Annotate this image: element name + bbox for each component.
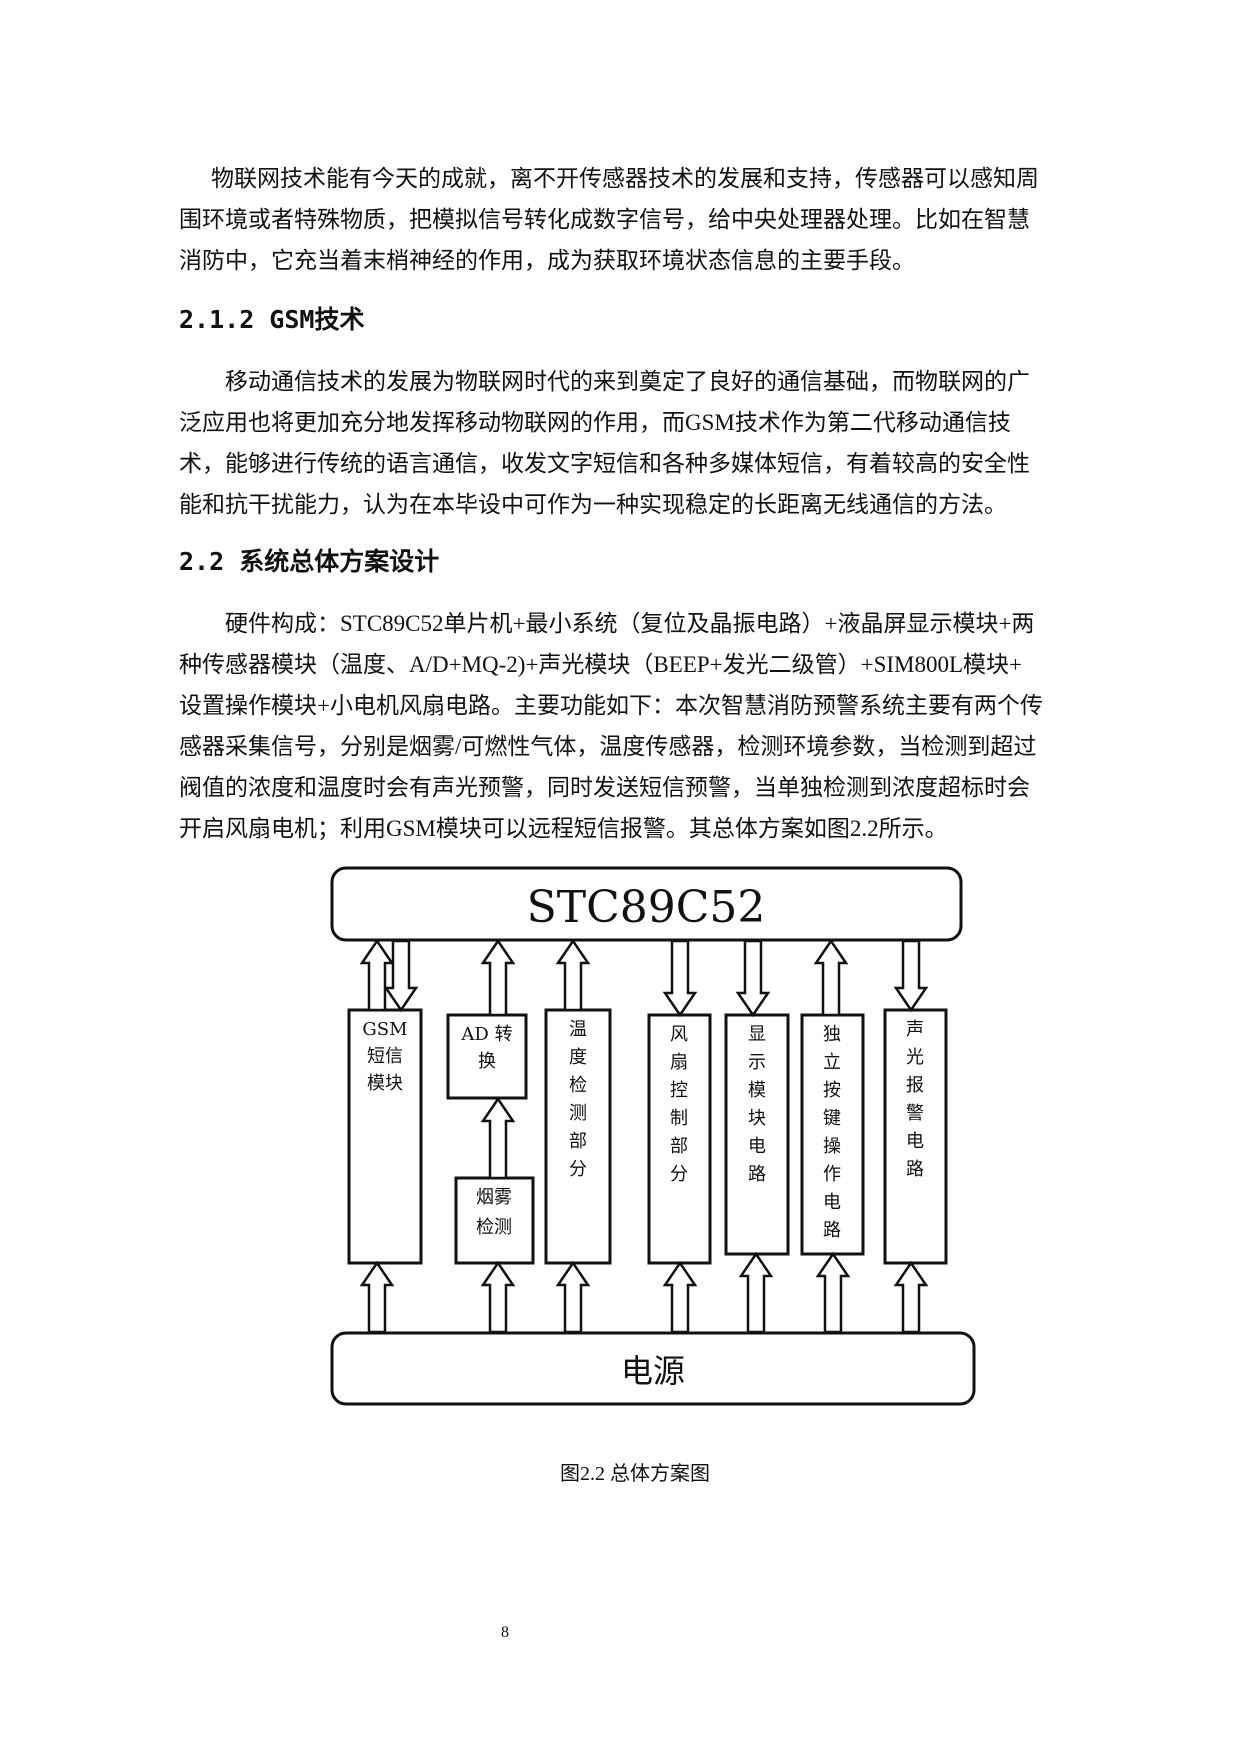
temp-module-label: 检: [569, 1075, 587, 1096]
gsm-module-label: 短信: [367, 1046, 403, 1067]
text-line: 种传感器模块（温度、A/D+MQ-2)+声光模块（BEEP+发光二级管）+SIM…: [179, 652, 1023, 677]
alarm-module-block: [883, 1008, 948, 1265]
arrow-down-icon: [893, 939, 929, 1013]
text-line: 术，能够进行传统的语言通信，收发文字短信和各种多媒体短信，有着较高的安全性: [179, 451, 1030, 476]
arrow-up-icon: [893, 1260, 929, 1334]
arrow-down-icon: [383, 939, 419, 1013]
arrow-up-icon: [359, 938, 395, 1012]
alarm-module-label: 声: [906, 1019, 924, 1040]
text-line: 设置操作模块+小电机风扇电路。主要功能如下：本次智慧消防预警系统主要有两个传: [179, 693, 1043, 718]
arrow-up-icon: [813, 938, 849, 1017]
figure-caption: 图2.2 总体方案图: [560, 1463, 710, 1485]
arrow-up-icon: [359, 1260, 395, 1334]
arrow-up-icon: [815, 1251, 851, 1334]
keys-module-label: 按: [823, 1080, 841, 1101]
temp-module-label: 度: [569, 1047, 587, 1068]
temp-module-label: 测: [569, 1103, 587, 1124]
ad-module-label: 换: [478, 1051, 496, 1072]
text-line: 泛应用也将更加充分地发挥移动物联网的作用，而GSM技术作为第二代移动通信技: [179, 410, 1011, 435]
fan-module-label: 制: [670, 1108, 688, 1129]
arrow-up-icon: [480, 1260, 516, 1334]
text-line: 阀值的浓度和温度时会有声光预警，同时发送短信预警，当单独检测到浓度超标时会: [179, 775, 1030, 800]
keys-module-block: [800, 1013, 865, 1256]
arrow-down-icon: [735, 939, 771, 1018]
temp-module-block: [544, 1008, 612, 1265]
smoke-module-block: [454, 1176, 535, 1265]
keys-module-label: 作: [823, 1164, 841, 1185]
alarm-module-label: 报: [906, 1075, 924, 1096]
keys-module-label: 电: [823, 1192, 841, 1213]
ad-module-block: [446, 1013, 528, 1100]
arrow-down-icon: [662, 939, 698, 1018]
keys-module-label: 操: [823, 1136, 841, 1157]
arrow-up-icon: [480, 1096, 516, 1180]
keys-module-label: 立: [823, 1052, 841, 1073]
display-module-label: 示: [748, 1052, 766, 1073]
mcu-label: STC89C52: [527, 882, 766, 933]
text-line: 开启风扇电机；利用GSM模块可以远程短信报警。其总体方案如图2.2所示。: [179, 816, 948, 841]
gsm-module-label: 模块: [367, 1073, 403, 1094]
temp-module-label: 部: [569, 1131, 587, 1152]
arrow-up-icon: [555, 1260, 591, 1334]
ad-module-label: AD 转: [460, 1024, 512, 1045]
display-module-label: 块: [748, 1108, 766, 1129]
keys-module-label: 路: [823, 1220, 841, 1241]
smoke-module-label: 检测: [476, 1217, 512, 1238]
display-module-block: [724, 1013, 790, 1256]
power-block: [330, 1331, 976, 1406]
arrow-up-icon: [662, 1260, 698, 1334]
paragraph-hardware: 硬件构成：STC89C52单片机+最小系统（复位及晶振电路）+液晶屏显示模块+两…: [179, 603, 1121, 849]
text-line: 硬件构成：STC89C52单片机+最小系统（复位及晶振电路）+液晶屏显示模块+两: [225, 611, 1035, 636]
gsm-module-label: GSM: [362, 1019, 407, 1040]
paragraph-iot-sensors: 物联网技术能有今天的成就，离不开传感器技术的发展和支持，传感器可以感知周 围环境…: [179, 158, 1121, 281]
text-line: 消防中，它充当着末梢神经的作用，成为获取环境状态信息的主要手段。: [179, 248, 915, 273]
text-line: 感器采集信号，分别是烟雾/可燃性气体，温度传感器，检测环境参数，当检测到超过: [179, 734, 1037, 759]
alarm-module-label: 路: [906, 1159, 924, 1180]
text-line: 物联网技术能有今天的成就，离不开传感器技术的发展和支持，传感器可以感知周: [211, 166, 1039, 191]
fan-module-label: 扇: [670, 1052, 688, 1073]
display-module-label: 电: [748, 1136, 766, 1157]
smoke-module-label: 烟雾: [476, 1187, 512, 1208]
display-module-label: 模: [748, 1080, 766, 1101]
temp-module-label: 温: [569, 1019, 587, 1040]
fan-module-label: 部: [670, 1136, 688, 1157]
power-label: 电源: [621, 1352, 685, 1390]
arrow-up-icon: [555, 938, 591, 1012]
gsm-module-block: [347, 1008, 423, 1265]
alarm-module-label: 电: [906, 1131, 924, 1152]
section-heading-gsm: 2.1.2 GSM技术: [179, 305, 365, 334]
keys-module-label: 键: [823, 1108, 841, 1129]
text-line: 能和抗干扰能力，认为在本毕设中可作为一种实现稳定的长距离无线通信的方法。: [179, 492, 1007, 517]
display-module-label: 显: [748, 1024, 766, 1045]
text-line: 移动通信技术的发展为物联网时代的来到奠定了良好的通信基础，而物联网的广: [225, 369, 1030, 394]
fan-module-label: 分: [670, 1164, 688, 1185]
section-heading-system-design: 2.2 系统总体方案设计: [179, 547, 440, 576]
page-number: 8: [501, 1624, 509, 1641]
temp-module-label: 分: [569, 1159, 587, 1180]
keys-module-label: 独: [823, 1024, 841, 1045]
mcu-block: [330, 866, 963, 942]
alarm-module-label: 警: [906, 1103, 924, 1124]
display-module-label: 路: [748, 1164, 766, 1185]
paragraph-gsm: 移动通信技术的发展为物联网时代的来到奠定了良好的通信基础，而物联网的广 泛应用也…: [179, 361, 1121, 525]
arrow-up-icon: [738, 1251, 774, 1334]
fan-module-label: 风: [670, 1024, 688, 1045]
arrow-up-icon: [480, 938, 516, 1017]
text-line: 围环境或者特殊物质，把模拟信号转化成数字信号，给中央处理器处理。比如在智慧: [179, 207, 1030, 232]
alarm-module-label: 光: [906, 1047, 924, 1068]
fan-module-label: 控: [670, 1080, 688, 1101]
